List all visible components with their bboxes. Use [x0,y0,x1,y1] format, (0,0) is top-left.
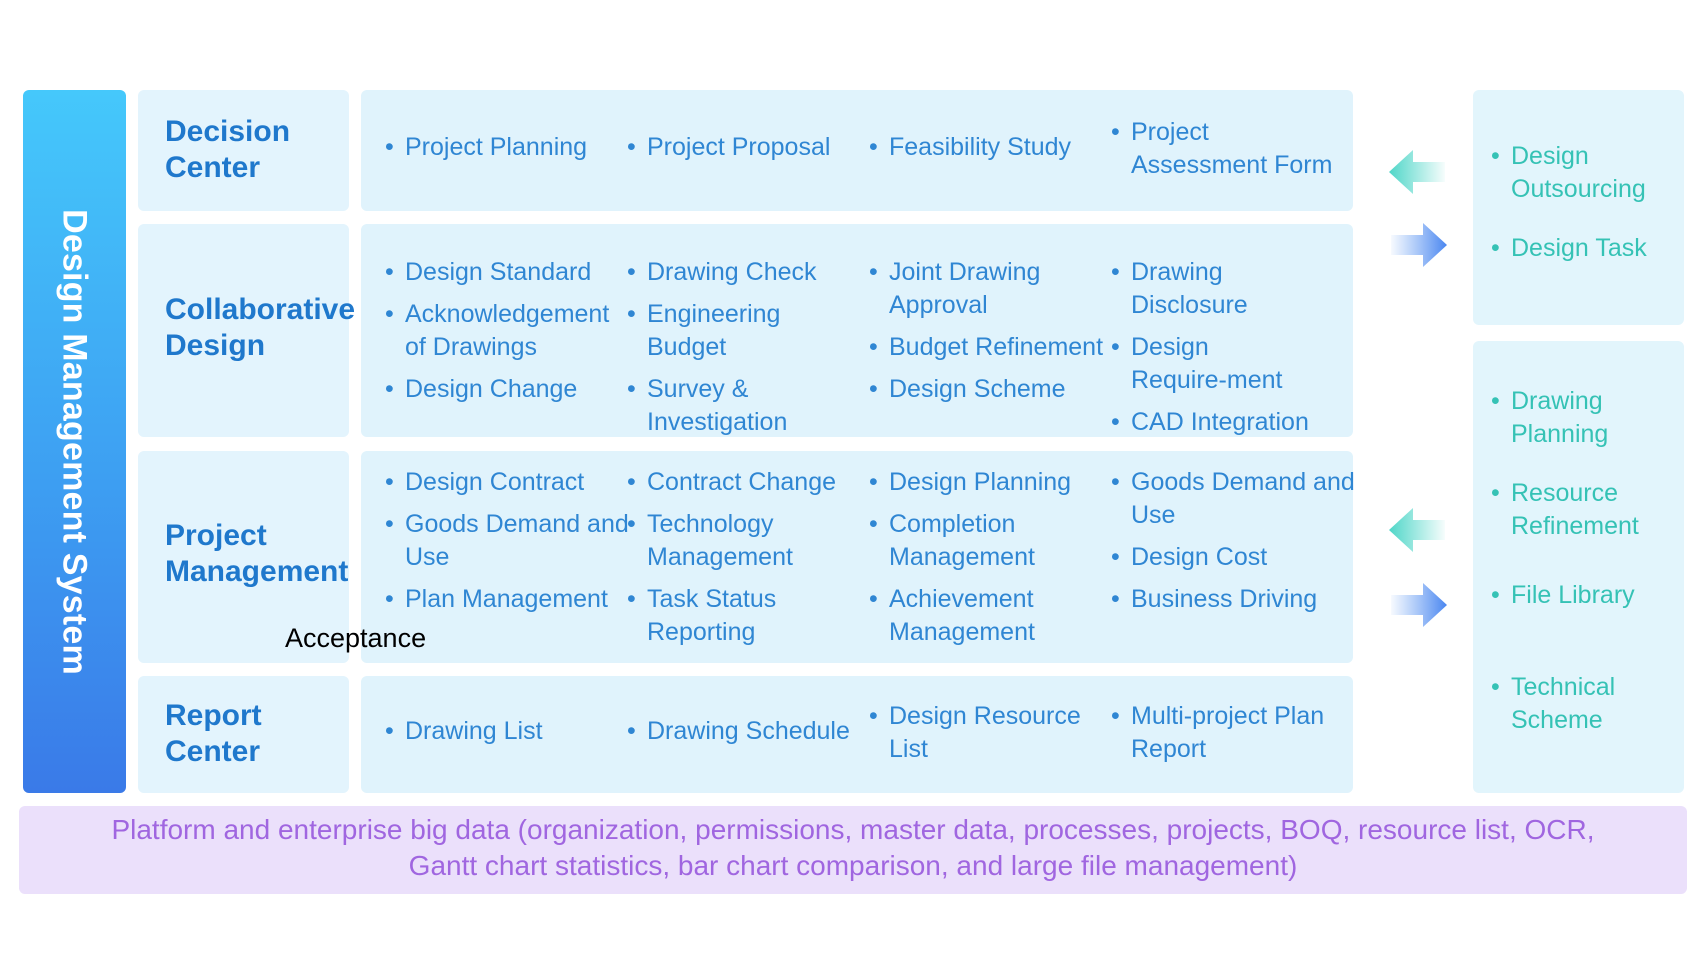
list-item: Drawing Schedule [627,715,862,748]
side-item: Technical Scheme [1491,671,1691,737]
list-item: Technology Management [627,508,817,574]
side-item: Design Outsourcing [1491,140,1691,206]
list-item: Budget Refinement [869,331,1104,364]
system-title: Design Management System [55,208,94,675]
list-item: Design Change [385,373,620,406]
section-content-decision-center: Project Planning Project Proposal Feasib… [361,90,1353,211]
side-panel-bottom: Drawing Planning Resource Refinement Fil… [1473,341,1684,793]
list-item: Project Assessment Form [1111,116,1336,182]
item-column: Project Planning [385,131,620,173]
item-column: Goods Demand and Use Design Cost Busines… [1111,466,1355,625]
list-item: Design Contract [385,466,620,499]
section-title: Project Management [165,518,348,590]
section-title-line: Management [165,555,349,588]
section-title-line: Collaborative [165,293,356,326]
platform-text-line: Gantt chart statistics, bar chart compar… [408,850,1298,881]
item-column: Drawing Check Engineering Budget Survey … [627,256,862,448]
section-content-report-center: Drawing List Drawing Schedule Design Res… [361,676,1353,793]
list-item: Goods Demand and Use [385,508,630,574]
list-item: Design Cost [1111,541,1336,574]
item-column: Project Assessment Form [1111,116,1336,191]
item-column: Design Standard Acknowledgement of Drawi… [385,256,620,415]
item-column: Drawing Disclosure Design Require-ment C… [1111,256,1336,448]
list-item: Project Proposal [627,131,862,164]
list-item: Business Driving [1111,583,1336,616]
section-content-project-management: Design Contract Goods Demand and Use Pla… [361,451,1355,663]
item-column: Design Contract Goods Demand and Use Pla… [385,466,629,625]
item-column: Multi-project Plan Report [1111,700,1336,775]
item-column: Joint Drawing Approval Budget Refinement… [869,256,1104,415]
list-item: Task Status Reporting [627,583,797,649]
list-item: Goods Demand and Use [1111,466,1356,532]
item-column: Drawing Schedule [627,715,862,757]
list-item: Engineering Budget [627,298,862,364]
item-column: Design Resource List [869,700,1104,775]
platform-text: Platform and enterprise big data (organi… [19,812,1687,884]
list-item: CAD Integration [1111,406,1336,439]
arrow-right-icon [1391,583,1447,627]
item-column: Design Planning Completion Management Ac… [869,466,1104,658]
item-column: Drawing List [385,715,620,757]
list-item: Design Require-ment [1111,331,1311,397]
side-item: File Library [1491,579,1691,612]
list-item: Drawing Check [627,256,862,289]
list-item: Contract Change [627,466,862,499]
stray-label: Acceptance [285,623,427,653]
platform-bar: Platform and enterprise big data (organi… [19,806,1687,894]
list-item: Design Scheme [869,373,1104,406]
list-item: Plan Management [385,583,620,616]
list-item: Survey & Investigation [627,373,797,439]
item-column: Project Proposal [627,131,862,173]
arrow-right-icon [1391,223,1447,267]
system-title-bar: Design Management System [23,90,126,793]
side-item: Resource Refinement [1491,477,1691,543]
section-label-decision-center: Decision Center [138,90,349,211]
list-item: Drawing List [385,715,620,748]
side-item: Drawing Planning [1491,385,1691,451]
section-label-project-management: Project Management [138,451,349,663]
section-title: Collaborative Design [165,292,355,364]
list-item: Project Planning [385,131,620,164]
list-item: Design Planning [869,466,1104,499]
section-title-line: Decision [165,115,291,148]
list-item: Feasibility Study [869,131,1104,164]
section-title: Decision Center [165,114,290,186]
list-item: Completion Management [869,508,1059,574]
arrow-left-icon [1389,150,1445,194]
item-column: Contract Change Technology Management Ta… [627,466,862,658]
section-label-collaborative-design: Collaborative Design [138,224,355,437]
section-title: Report Center [165,698,262,770]
side-panel-top: Design Outsourcing Design Task [1473,90,1684,325]
platform-text-line: Platform and enterprise big data (organi… [111,814,1595,845]
list-item: Drawing Disclosure [1111,256,1336,322]
list-item: Acknowledgement of Drawings [385,298,620,364]
section-content-collaborative-design: Design Standard Acknowledgement of Drawi… [361,224,1353,439]
list-item: Joint Drawing Approval [869,256,1069,322]
section-title-line: Report [165,699,262,732]
list-item: Design Standard [385,256,620,289]
section-title-line: Center [165,735,261,768]
list-item: Achievement Management [869,583,1059,649]
section-title-line: Design [165,329,266,362]
item-column: Feasibility Study [869,131,1104,173]
list-item: Design Resource List [869,700,1089,766]
section-label-report-center: Report Center [138,676,349,793]
side-item: Design Task [1491,232,1691,265]
list-item: Multi-project Plan Report [1111,700,1331,766]
section-title-line: Center [165,151,261,184]
arrow-left-icon [1389,508,1445,552]
section-title-line: Project [165,519,267,552]
